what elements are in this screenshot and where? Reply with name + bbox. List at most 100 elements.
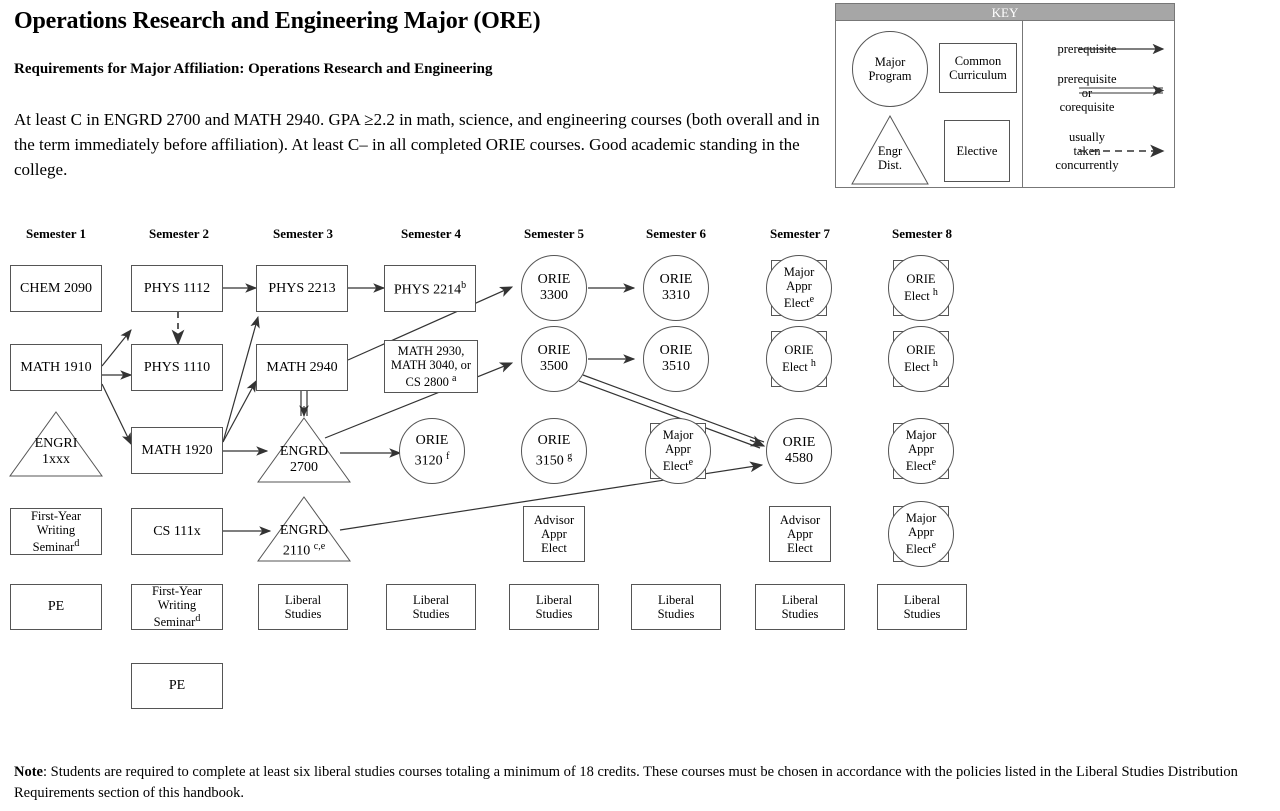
node-math-1910[interactable]: MATH 1910 (10, 344, 102, 391)
triangle-shape-icon (257, 417, 351, 483)
node-phys-2213[interactable]: PHYS 2213 (256, 265, 348, 312)
node-phys-2214[interactable]: PHYS 2214b (384, 265, 476, 312)
node-math-1920[interactable]: MATH 1920 (131, 427, 223, 474)
node-math-2930-3040-cs2800[interactable]: MATH 2930, MATH 3040, or CS 2800 a (384, 340, 478, 393)
node-label-line1: ENGRD (279, 523, 329, 538)
node-engri-1xxx[interactable]: ENGRI 1xxx (8, 410, 104, 478)
key-legend-box: KEY Major Program Common Curriculum Engr… (835, 3, 1175, 188)
node-label-line2: 3510 (661, 359, 690, 374)
node-major-appr-elect-sem6[interactable]: Major Appr Electe (645, 418, 711, 484)
key-legend-concurrent-label: usually taken concurrently (1032, 130, 1142, 172)
node-label: PHYS 2214b (393, 280, 467, 298)
edge-math1910-math1920 (101, 383, 132, 446)
edge-math1920-math2940 (222, 379, 257, 443)
node-label-line1: Liberal (535, 593, 573, 607)
node-label-line2: Writing (36, 522, 76, 537)
node-label-line1: Advisor (779, 513, 821, 527)
node-superscript: a (452, 372, 457, 384)
node-label-line1: Liberal (284, 593, 322, 607)
node-label-line2: 3120 f (414, 450, 450, 469)
footer-note: Note: Students are required to complete … (14, 762, 1272, 804)
node-label-line2: Studies (284, 607, 322, 621)
node-label-line1: ORIE (782, 435, 816, 450)
node-orie-elect-sem8-a[interactable]: ORIE Elect h (888, 255, 954, 321)
node-label-line1: ORIE (906, 272, 936, 287)
node-superscript: h (810, 358, 816, 370)
node-label-line3: Electe (783, 294, 815, 311)
major-program-circle-shape-icon: ORIE Elect h (888, 255, 954, 321)
node-label-line3: Seminard (32, 537, 80, 555)
node-orie-3300[interactable]: ORIE 3300 (521, 255, 587, 321)
node-label-line2: 2700 (290, 460, 318, 475)
node-label-line1: Advisor (533, 513, 575, 527)
node-liberal-studies-sem6[interactable]: Liberal Studies (631, 584, 721, 630)
node-orie-3150[interactable]: ORIE 3150 g (521, 418, 587, 484)
key-elective-label: Elective (956, 144, 998, 158)
node-advisor-appr-elect-sem7[interactable]: Advisor Appr Elect (769, 506, 831, 562)
node-superscript: e (809, 294, 815, 306)
edge-orie3500-orie4580-b (578, 380, 761, 449)
node-major-appr-elect-sem8-a[interactable]: Major Appr Electe (888, 418, 954, 484)
node-orie-3120[interactable]: ORIE 3120 f (399, 418, 465, 484)
node-phys-1112[interactable]: PHYS 1112 (131, 265, 223, 312)
node-liberal-studies-sem5[interactable]: Liberal Studies (509, 584, 599, 630)
node-liberal-studies-sem8[interactable]: Liberal Studies (877, 584, 967, 630)
key-legend2-line3: corequisite (1059, 100, 1115, 114)
key-legend3-line2: taken (1073, 144, 1101, 158)
node-label-line1: ENGRI (34, 436, 78, 451)
affiliation-requirements-text: At least C in ENGRD 2700 and MATH 2940. … (14, 110, 820, 179)
node-first-year-writing-seminar-sem2[interactable]: First-Year Writing Seminard (131, 584, 223, 630)
node-superscript: h (932, 358, 938, 370)
key-tri-line2: Dist. (878, 158, 902, 172)
semester-header-2: Semester 2 (148, 226, 210, 241)
node-major-appr-elect-sem8-b[interactable]: Major Appr Electe (888, 501, 954, 567)
node-orie-3500[interactable]: ORIE 3500 (521, 326, 587, 392)
node-engrd-2110[interactable]: ENGRD 2110 c,e (256, 495, 352, 563)
node-major-appr-elect-sem7[interactable]: Major Appr Electe (766, 255, 832, 321)
key-major-line1: Major (874, 55, 906, 69)
node-pe-sem2[interactable]: PE (131, 663, 223, 709)
node-label-line2: Studies (535, 607, 573, 621)
node-label-line1: Major (783, 265, 815, 280)
node-orie-elect-sem7[interactable]: ORIE Elect h (766, 326, 832, 392)
curriculum-flowchart: Semester 1 Semester 2 Semester 3 Semeste… (0, 220, 1000, 740)
node-label-line1: ORIE (537, 272, 571, 287)
node-orie-4580[interactable]: ORIE 4580 (766, 418, 832, 484)
semester-header-5: Semester 5 (523, 226, 585, 241)
node-label-line1: Liberal (781, 593, 819, 607)
node-label: PE (168, 678, 186, 693)
node-superscript: d (195, 613, 201, 625)
node-cs-111x[interactable]: CS 111x (131, 508, 223, 555)
semester-header-7: Semester 7 (769, 226, 831, 241)
node-liberal-studies-sem7[interactable]: Liberal Studies (755, 584, 845, 630)
node-orie-3510[interactable]: ORIE 3510 (643, 326, 709, 392)
node-engrd-2700[interactable]: ENGRD 2700 (256, 416, 352, 484)
node-chem-2090[interactable]: CHEM 2090 (10, 265, 102, 312)
node-superscript: f (446, 450, 450, 462)
node-superscript: e (688, 457, 694, 469)
node-label-line1: ORIE (415, 432, 449, 448)
node-math-2940[interactable]: MATH 2940 (256, 344, 348, 391)
node-pe-sem1[interactable]: PE (10, 584, 102, 630)
node-orie-elect-sem8-b[interactable]: ORIE Elect h (888, 326, 954, 392)
major-program-circle-shape-icon: ORIE Elect h (766, 326, 832, 392)
key-divider (1022, 21, 1023, 188)
node-superscript: g (567, 450, 573, 462)
requirements-subtitle: Requirements for Major Affiliation: Oper… (14, 61, 493, 77)
node-orie-3310[interactable]: ORIE 3310 (643, 255, 709, 321)
node-label: MATH 2940 (266, 359, 338, 375)
node-advisor-appr-elect-sem5[interactable]: Advisor Appr Elect (523, 506, 585, 562)
major-program-circle-shape-icon: Major Appr Electe (888, 501, 954, 567)
node-label-line1: ORIE (659, 272, 693, 287)
page-title: Operations Research and Engineering Majo… (14, 8, 541, 34)
node-liberal-studies-sem4[interactable]: Liberal Studies (386, 584, 476, 630)
node-label-line1: MATH 2930, (397, 343, 465, 358)
node-label-line1: Liberal (657, 593, 695, 607)
node-phys-1110[interactable]: PHYS 1110 (131, 344, 223, 391)
key-major-line2: Program (868, 69, 912, 83)
node-label-line1: Major (905, 428, 937, 443)
node-label-line2: Studies (903, 607, 941, 621)
node-first-year-writing-seminar-sem1[interactable]: First-Year Writing Seminard (10, 508, 102, 555)
node-liberal-studies-sem3[interactable]: Liberal Studies (258, 584, 348, 630)
node-label: CS 111x (153, 523, 201, 539)
